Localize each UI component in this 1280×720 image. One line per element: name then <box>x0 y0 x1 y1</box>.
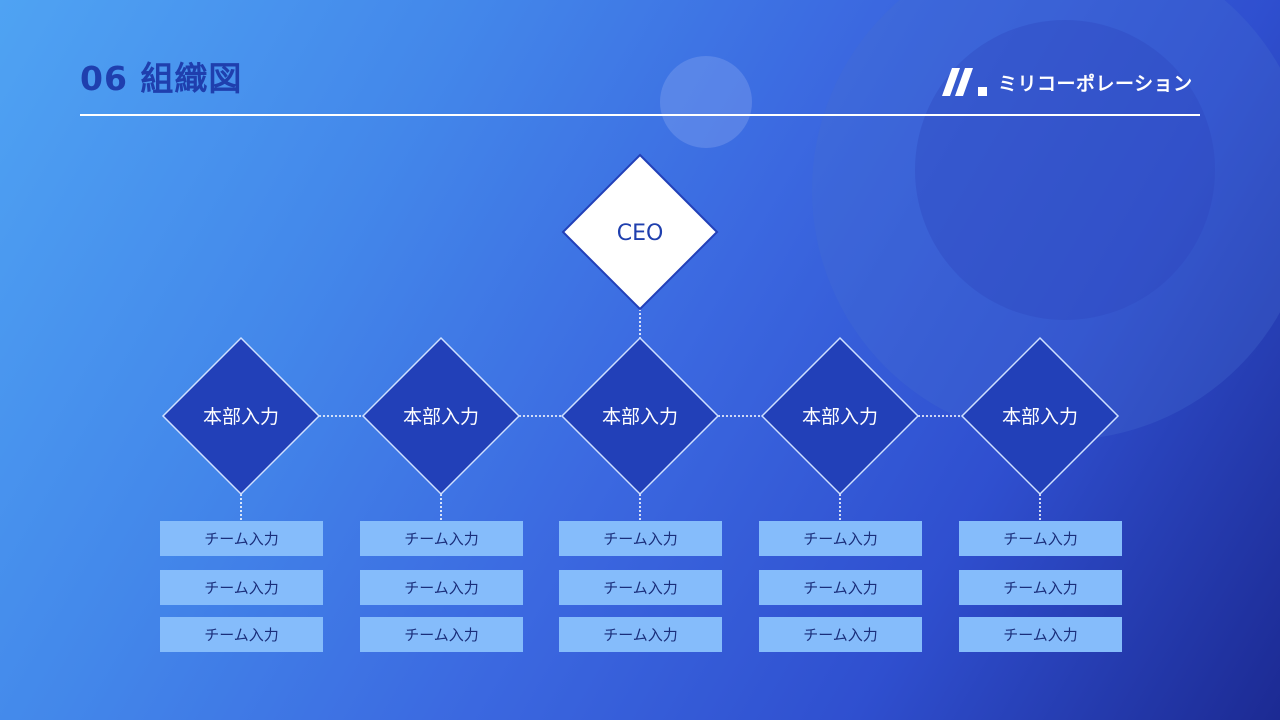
division-label: 本部入力 <box>203 406 279 428</box>
brand-name: ミリコーポレーション <box>998 72 1193 95</box>
team-box: チーム入力 <box>559 521 722 556</box>
slide-title: 06 組織図 <box>80 59 243 98</box>
brand: ミリコーポレーション <box>942 66 1193 98</box>
team-box: チーム入力 <box>559 570 722 605</box>
division-label: 本部入力 <box>403 406 479 428</box>
brand-logo-icon <box>942 68 987 96</box>
division-node <box>960 336 1120 496</box>
team-box: チーム入力 <box>959 617 1122 652</box>
team-box: チーム入力 <box>759 617 922 652</box>
ceo-node <box>561 153 719 311</box>
team-box: チーム入力 <box>959 521 1122 556</box>
division-node <box>560 336 720 496</box>
division-node <box>760 336 920 496</box>
team-box: チーム入力 <box>559 617 722 652</box>
title-divider <box>80 114 1200 116</box>
team-box: チーム入力 <box>360 570 523 605</box>
team-box: チーム入力 <box>160 521 323 556</box>
division-node <box>161 336 321 496</box>
division-label: 本部入力 <box>1002 406 1078 428</box>
team-box: チーム入力 <box>360 521 523 556</box>
team-box: チーム入力 <box>360 617 523 652</box>
team-box: チーム入力 <box>160 570 323 605</box>
team-box: チーム入力 <box>759 570 922 605</box>
division-label: 本部入力 <box>602 406 678 428</box>
division-node <box>361 336 521 496</box>
team-box: チーム入力 <box>959 570 1122 605</box>
team-box: チーム入力 <box>160 617 323 652</box>
team-box: チーム入力 <box>759 521 922 556</box>
division-label: 本部入力 <box>802 406 878 428</box>
ceo-label: CEO <box>617 221 664 246</box>
background-circle-small <box>660 56 752 148</box>
